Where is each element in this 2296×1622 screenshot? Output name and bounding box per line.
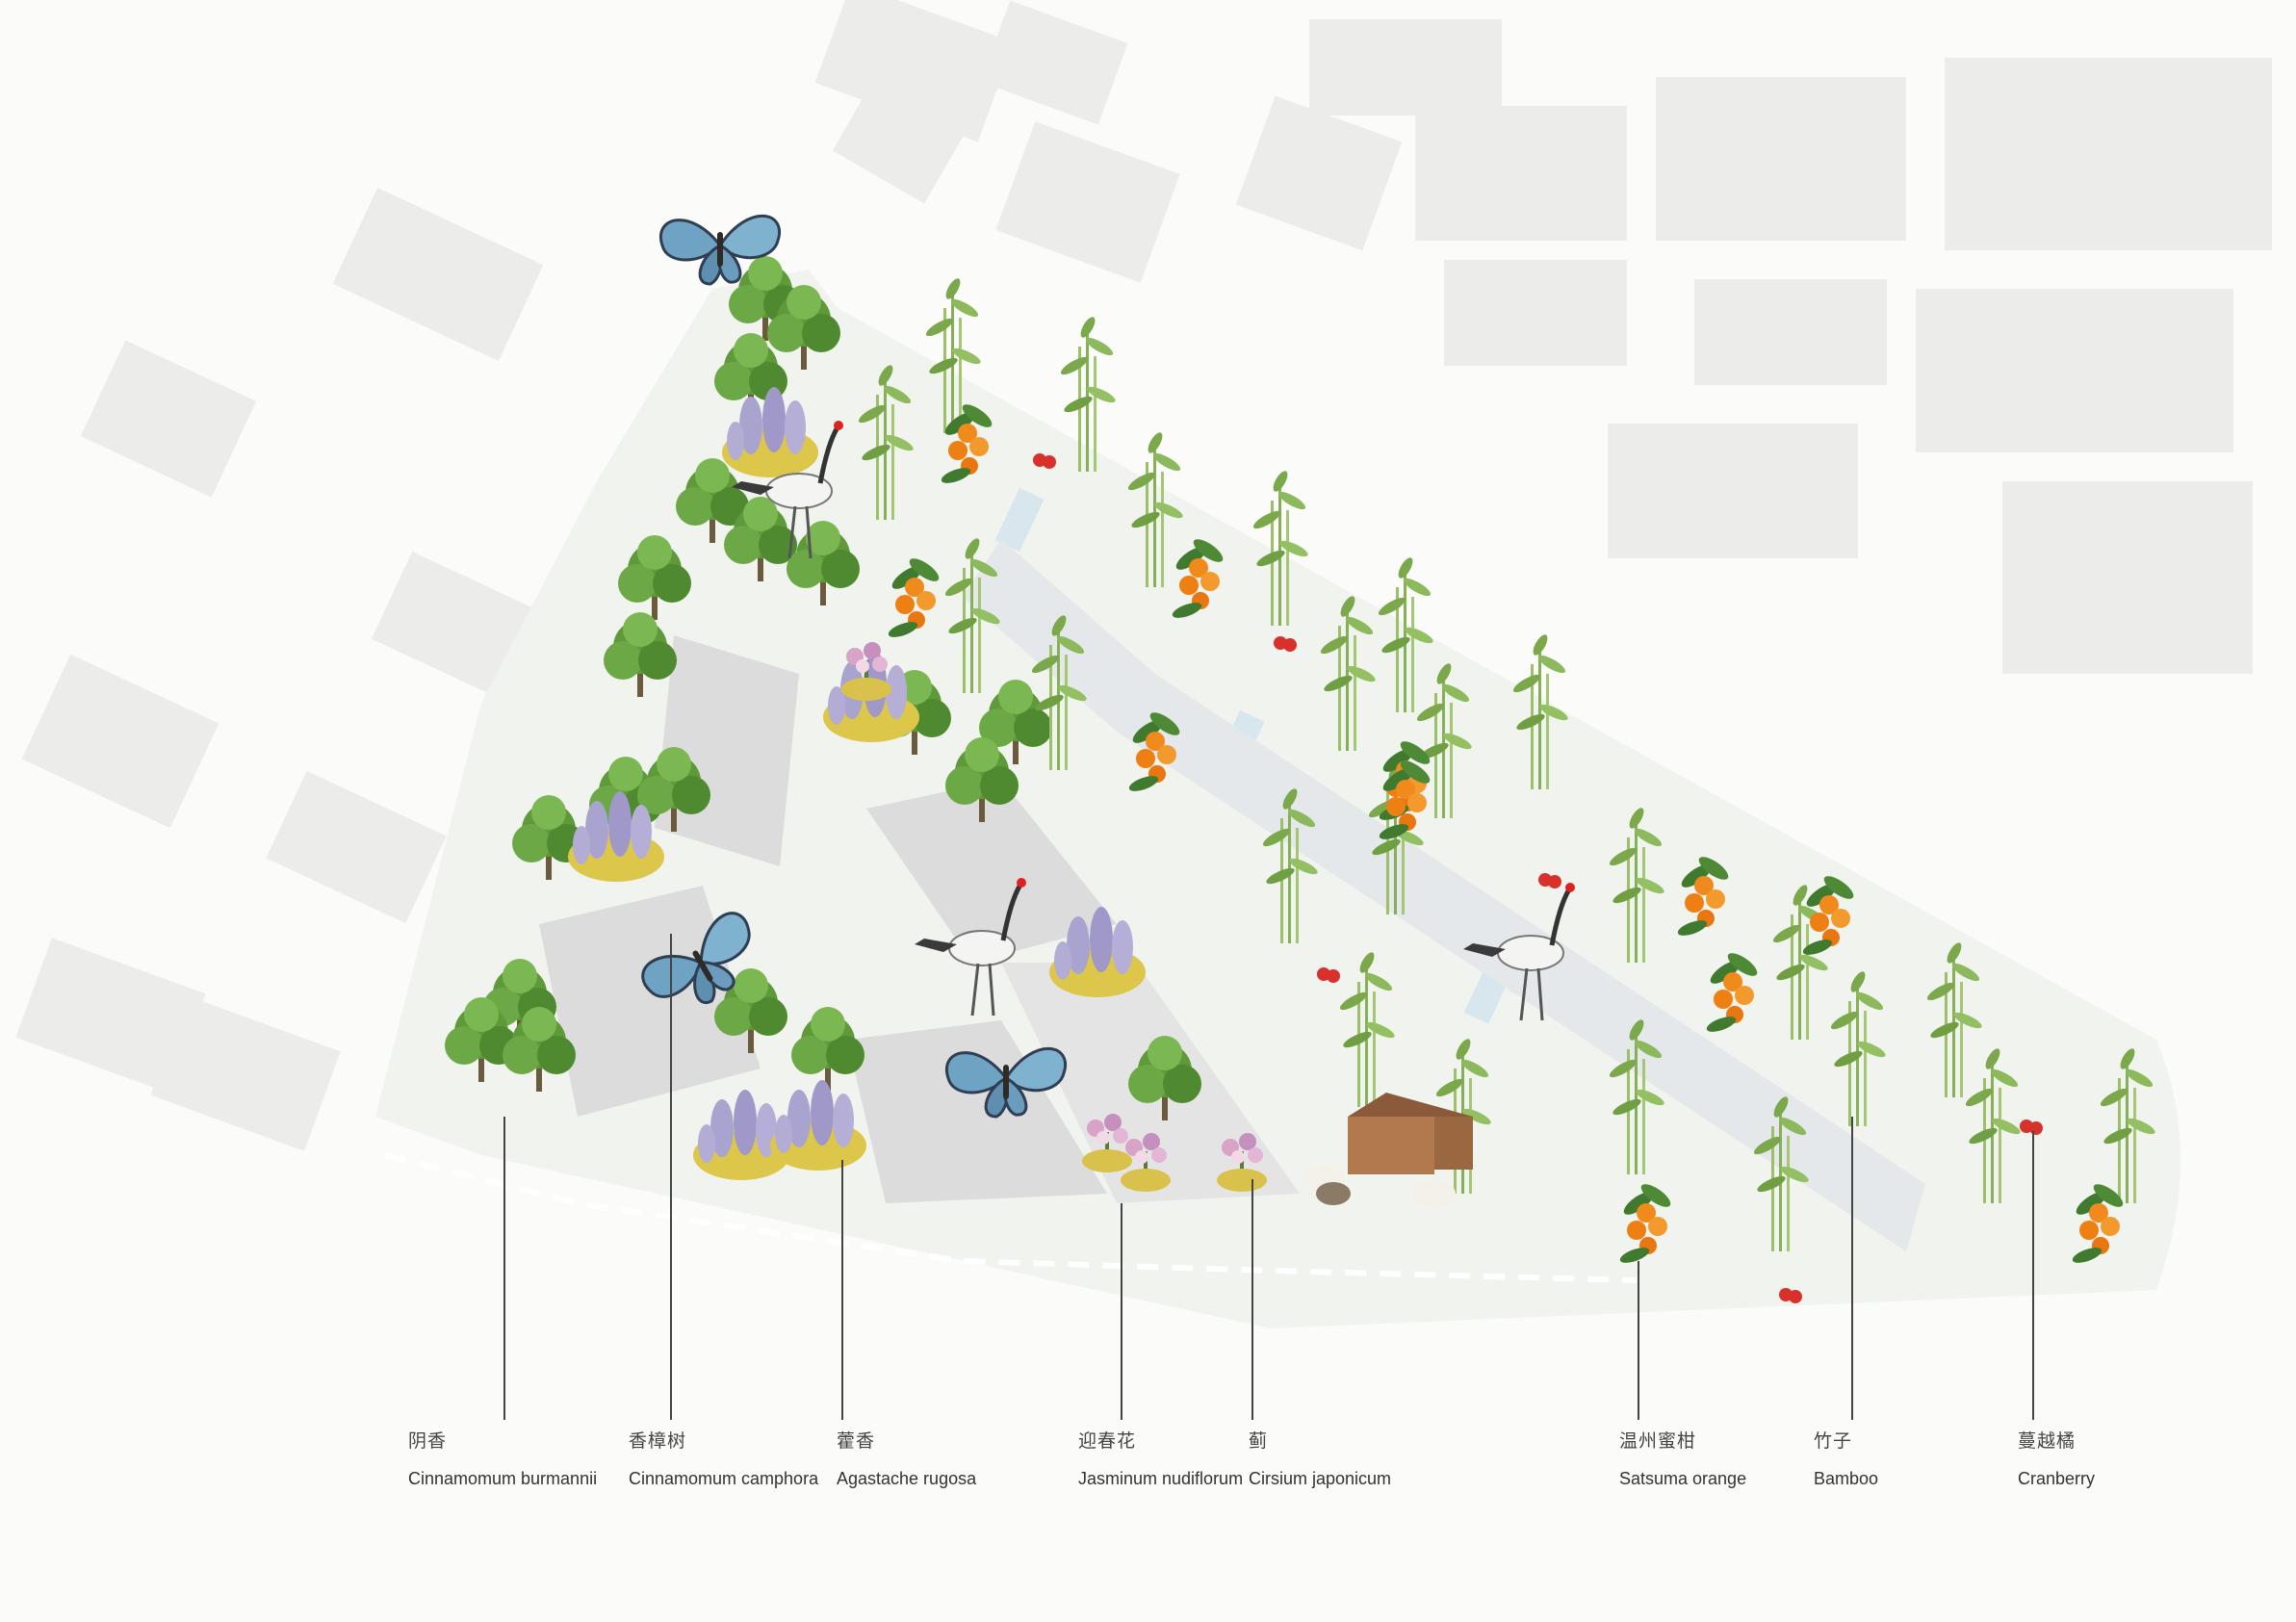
label-en: Agastache rugosa [837, 1469, 977, 1488]
label-cinnamomum-burmannii: 阴香 Cinnamomum burmannii [408, 1427, 597, 1489]
road [963, 539, 1925, 1251]
label-cn: 阴香 [408, 1430, 448, 1452]
chicken-coop [1303, 1093, 1473, 1207]
label-en: Jasminum nudiflorum [1078, 1469, 1244, 1488]
label-cinnamomum-camphora: 香樟树 Cinnamomum camphora [629, 1427, 818, 1489]
label-bamboo: 竹子 Bamboo [1814, 1427, 1878, 1489]
surrounding-buildings [15, 0, 2272, 1151]
label-cn: 香樟树 [629, 1430, 687, 1452]
label-en: Cranberry [2018, 1469, 2096, 1488]
label-agastache-rugosa: 藿香 Agastache rugosa [837, 1427, 976, 1489]
label-satsuma-orange: 温州蜜柑 Satsuma orange [1619, 1427, 1746, 1489]
label-en: Cinnamomum burmannii [408, 1469, 598, 1488]
label-cn: 温州蜜柑 [1619, 1430, 1697, 1452]
label-cirsium-japonicum: 蓟 Cirsium japonicum [1249, 1427, 1391, 1489]
leader-lines [503, 934, 2034, 1420]
label-en: Cirsium japonicum [1249, 1469, 1392, 1488]
label-en: Cinnamomum camphora [629, 1469, 819, 1488]
cranberries [1033, 453, 2043, 1303]
label-en: Satsuma orange [1619, 1469, 1747, 1488]
label-jasminum-nudiflorum: 迎春花 Jasminum nudiflorum [1078, 1427, 1243, 1489]
label-cranberry: 蔓越橘 Cranberry [2018, 1427, 2095, 1489]
label-cn: 蓟 [1249, 1430, 1269, 1452]
label-cn: 迎春花 [1078, 1430, 1137, 1452]
label-cn: 藿香 [837, 1430, 876, 1452]
label-cn: 蔓越橘 [2018, 1430, 2077, 1452]
label-en: Bamboo [1814, 1469, 1879, 1488]
ground-edge-dashed [384, 1152, 1638, 1283]
label-cn: 竹子 [1814, 1430, 1853, 1452]
